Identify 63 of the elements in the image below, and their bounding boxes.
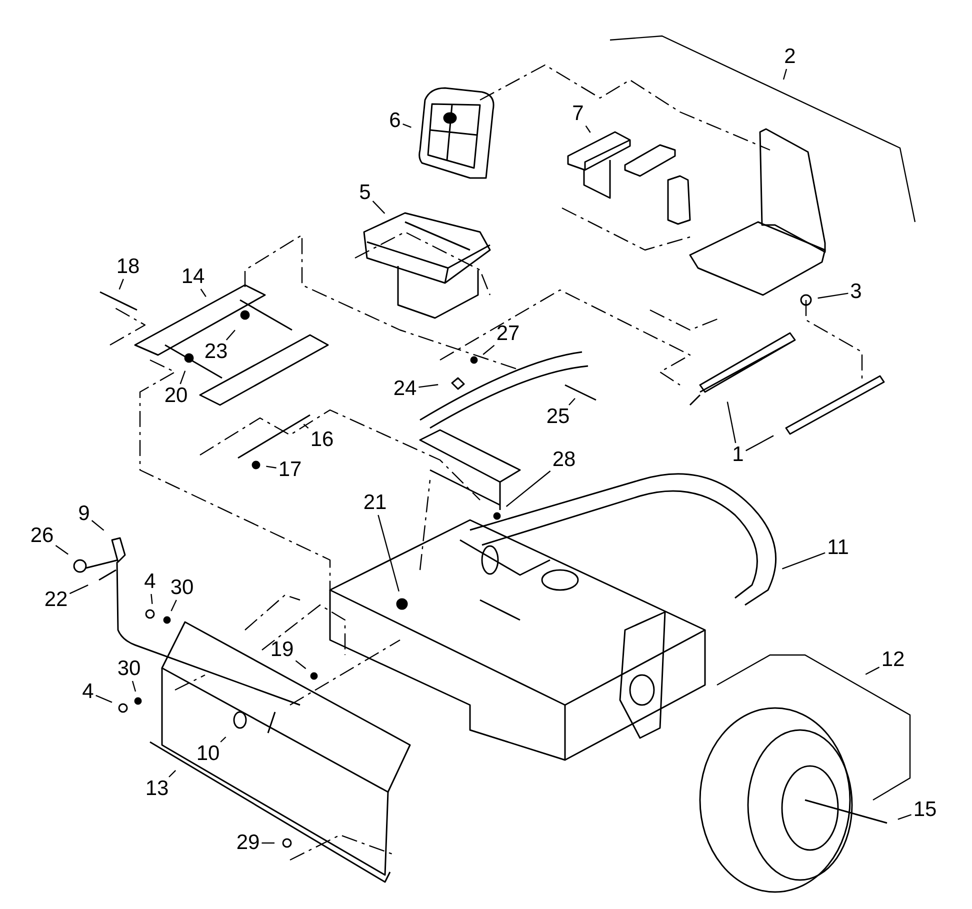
callout-number: 1: [731, 444, 745, 466]
callout-number: 11: [826, 537, 850, 559]
callout-number: 23: [203, 341, 229, 363]
leader-line: [726, 402, 736, 444]
leader-line: [402, 124, 412, 128]
leader-line: [303, 424, 309, 429]
callout-number: 2: [783, 46, 797, 68]
callout-number: 4: [143, 571, 157, 593]
leader-line: [150, 594, 153, 604]
leader-line: [170, 600, 177, 612]
callout-number: 10: [195, 743, 221, 765]
leader-line: [378, 514, 400, 592]
leader-line: [585, 125, 591, 133]
leader-line: [782, 552, 826, 570]
leader-line: [262, 842, 274, 844]
leader-line: [266, 466, 276, 468]
leader-line: [96, 694, 112, 703]
callout-number: 14: [180, 266, 206, 288]
leader-line: [132, 680, 136, 692]
callout-number: 4: [81, 681, 95, 703]
leader-line: [91, 520, 104, 531]
leader-line: [220, 736, 226, 742]
leader-line: [180, 370, 186, 384]
callout-number: 12: [880, 649, 906, 671]
callout-number: 30: [169, 577, 195, 599]
leader-line: [69, 584, 88, 594]
callout-number: 17: [277, 459, 303, 481]
callout-number: 27: [495, 323, 521, 345]
callout-number: 16: [309, 429, 335, 451]
leader-line: [482, 344, 495, 355]
leader-line: [865, 666, 880, 675]
callout-number: 9: [77, 503, 91, 525]
callout-number: 22: [43, 589, 69, 611]
callout-number: 25: [545, 406, 571, 428]
callout-number: 18: [115, 256, 141, 278]
callout-number: 6: [388, 110, 402, 132]
callout-number: 19: [269, 639, 295, 661]
leader-line: [55, 545, 68, 555]
callout-number: 30: [116, 658, 142, 680]
leader-line: [168, 770, 176, 778]
callout-number: 29: [235, 832, 261, 854]
callout-number: 15: [912, 799, 938, 821]
leader-line: [200, 288, 206, 298]
leader-line: [898, 814, 912, 820]
callout-number: 20: [163, 385, 189, 407]
leader-line: [746, 435, 774, 452]
callout-number: 26: [29, 525, 55, 547]
callout-number: 21: [362, 492, 388, 514]
leader-line: [568, 398, 576, 406]
leader-line: [506, 470, 551, 507]
callout-number: 7: [571, 103, 585, 125]
callout-number: 5: [358, 182, 372, 204]
leader-line: [226, 330, 236, 340]
leader-line: [118, 278, 124, 290]
leader-line: [295, 660, 306, 670]
callout-number: 3: [849, 281, 863, 303]
callout-number: 13: [144, 778, 170, 800]
leader-line: [782, 68, 788, 80]
leader-line: [818, 292, 848, 299]
leader-line: [372, 200, 386, 214]
leader-line: [418, 384, 438, 388]
callout-number: 28: [551, 449, 577, 471]
callout-number: 24: [392, 378, 418, 400]
